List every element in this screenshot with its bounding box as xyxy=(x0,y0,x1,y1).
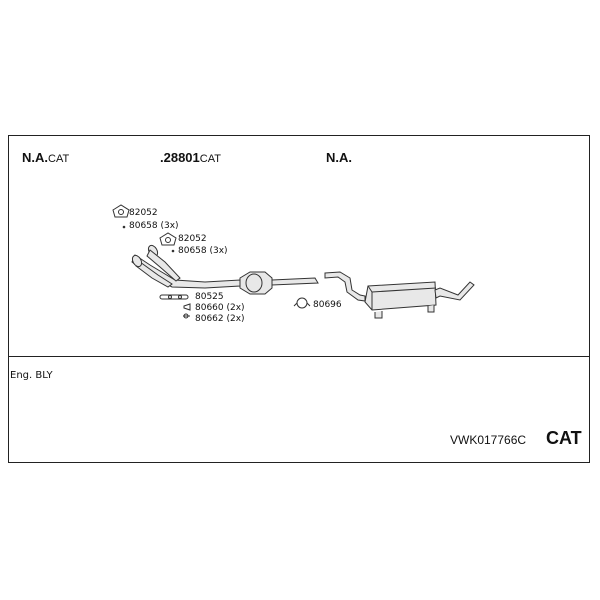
gasket-icon-1 xyxy=(112,204,130,218)
rear-pipe-icon xyxy=(324,271,366,302)
header-left-prefix: N.A. xyxy=(22,150,48,165)
kit-code: VWK017766C xyxy=(450,433,527,447)
kit-type: CAT xyxy=(546,428,582,448)
header-left: N.A.CAT xyxy=(22,150,69,165)
catalytic-converter-icon xyxy=(239,271,319,295)
header-middle-prefix: .28801 xyxy=(160,150,200,165)
rear-silencer-icon xyxy=(364,281,437,319)
diagram-frame xyxy=(8,135,590,463)
front-pipe-icon xyxy=(131,244,241,289)
part-label-7: 80662 (2x) xyxy=(195,314,245,324)
frame-divider xyxy=(8,356,590,357)
tail-pipe-icon xyxy=(434,281,475,301)
part-label-5: 80525 xyxy=(195,292,224,302)
bolt-icon-1 xyxy=(122,225,126,229)
gasket-icon-2 xyxy=(159,232,177,246)
part-label-3: 82052 xyxy=(178,234,207,244)
part-label-2: 80658 (3x) xyxy=(129,221,179,231)
header-middle-suffix: CAT xyxy=(199,153,221,165)
header-middle: .28801CAT xyxy=(160,150,221,165)
part-label-1: 82052 xyxy=(129,208,158,218)
header-left-suffix: CAT xyxy=(48,153,70,165)
header-right-prefix: N.A. xyxy=(326,150,352,165)
spring-bolt-icon xyxy=(183,303,191,319)
part-label-4: 80658 (3x) xyxy=(178,246,228,256)
part-label-8: 80696 xyxy=(313,300,342,310)
bolt-icon-2 xyxy=(171,249,175,253)
part-label-6: 80660 (2x) xyxy=(195,303,245,313)
pipe-clamp-icon xyxy=(293,297,311,309)
header-right: N.A. xyxy=(326,150,352,165)
engine-label: Eng. BLY xyxy=(10,370,53,381)
flange-gasket-icon xyxy=(159,294,189,300)
